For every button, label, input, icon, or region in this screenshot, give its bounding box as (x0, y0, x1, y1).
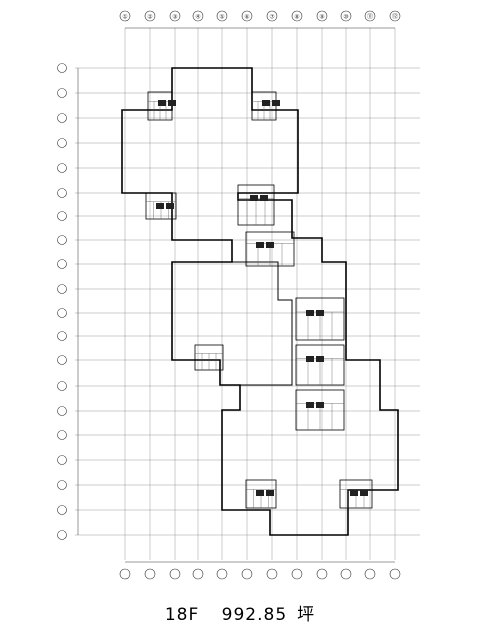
column-bubble-bottom (340, 568, 352, 580)
floor-plan-drawing: ① ② ③ ④ ⑤ ⑥ ⑦ ⑧ ⑨ ⑩ ⑪ ⑫ (57, 10, 420, 580)
column-bubble-bottom (266, 568, 278, 580)
elevator-mark (266, 490, 274, 496)
row-bubble-left (57, 505, 67, 515)
row-bubble-left (57, 88, 67, 98)
elevator-mark (306, 310, 314, 316)
column-bubble-top-label: ⑤ (219, 14, 224, 21)
elevator-mark (260, 195, 268, 201)
elevator-mark (316, 310, 324, 316)
column-bubble-bottom (241, 568, 253, 580)
column-bubble-top-label: ① (122, 14, 127, 21)
elevator-mark (256, 242, 264, 248)
column-bubble-top-label: ⑫ (392, 13, 398, 21)
column-bubble-top-label: ⑧ (294, 14, 299, 21)
elevator-mark (316, 356, 324, 362)
column-bubble-top-label: ⑥ (244, 14, 249, 21)
elevator-mark (350, 490, 358, 496)
courtyard-void (232, 261, 293, 386)
column-bubble-top-label: ④ (195, 14, 200, 21)
row-bubble-left (57, 138, 67, 148)
column-bubble-bottom (192, 568, 204, 580)
row-bubble-left (57, 355, 67, 365)
column-bubble-top (216, 10, 228, 22)
building-outline-shape (121, 67, 399, 536)
row-bubble-left (57, 113, 67, 123)
column-bubble-top (364, 10, 376, 22)
row-bubble-left (57, 381, 67, 391)
row-bubble-left (57, 188, 67, 198)
column-bubble-bottom (364, 568, 376, 580)
elevator-mark (256, 490, 264, 496)
floor-label: 18F (164, 605, 200, 625)
elevator-mark (316, 402, 324, 408)
elevator-mark (272, 100, 280, 106)
elevator-mark (168, 100, 176, 106)
elevator-mark (266, 242, 274, 248)
floor-area-unit: 坪 (297, 605, 316, 625)
column-bubble-top-label: ⑩ (343, 14, 348, 21)
row-bubble-left (57, 406, 67, 416)
row-bubble-left (57, 480, 67, 490)
column-bubble-bottom (389, 568, 401, 580)
structural-grid (75, 27, 420, 563)
column-bubble-bottom (291, 568, 303, 580)
elevator-mark (360, 490, 368, 496)
row-bubble-left (57, 63, 67, 73)
column-bubble-top (192, 10, 204, 22)
column-bubble-top (241, 10, 253, 22)
column-bubble-top-label: ③ (172, 14, 177, 21)
floor-caption: 18F 992.85 坪 (0, 600, 480, 625)
column-bubble-top-label: ⑪ (367, 13, 373, 21)
column-bubble-top (389, 10, 401, 22)
row-bubble-left (57, 259, 67, 269)
elevator-mark (306, 356, 314, 362)
row-bubble-left (57, 211, 67, 221)
column-bubble-top (316, 10, 328, 22)
column-bubble-top (169, 10, 181, 22)
row-bubble-left (57, 163, 67, 173)
row-bubble-left (57, 455, 67, 465)
column-bubble-bottom (119, 568, 131, 580)
row-bubble-left (57, 430, 67, 440)
row-bubble-left (57, 331, 67, 341)
column-bubble-bottom (316, 568, 328, 580)
floor-area-value: 992.85 (221, 605, 288, 625)
elevator-mark (158, 100, 166, 106)
elevator-mark (306, 402, 314, 408)
column-bubble-top (266, 10, 278, 22)
elevator-mark (166, 203, 174, 209)
column-bubble-top (144, 10, 156, 22)
column-bubble-bottom (216, 568, 228, 580)
grid-bubbles: ① ② ③ ④ ⑤ ⑥ ⑦ ⑧ ⑨ ⑩ ⑪ ⑫ (57, 10, 401, 580)
column-bubble-top (119, 10, 131, 22)
column-bubble-bottom (169, 568, 181, 580)
building-outline (121, 67, 399, 536)
elevator-mark (156, 203, 164, 209)
row-bubble-left (57, 284, 67, 294)
column-bubble-top (291, 10, 303, 22)
row-bubble-left (57, 235, 67, 245)
core-areas (145, 91, 373, 509)
column-bubble-bottom (144, 568, 156, 580)
elevator-mark (250, 195, 258, 201)
column-bubble-top-label: ⑨ (319, 14, 324, 21)
row-bubble-left (57, 530, 67, 540)
column-bubble-top-label: ② (147, 14, 153, 21)
column-bubble-top-label: ⑦ (269, 14, 275, 21)
column-bubble-top (340, 10, 352, 22)
row-bubble-left (57, 308, 67, 318)
elevator-mark (262, 100, 270, 106)
